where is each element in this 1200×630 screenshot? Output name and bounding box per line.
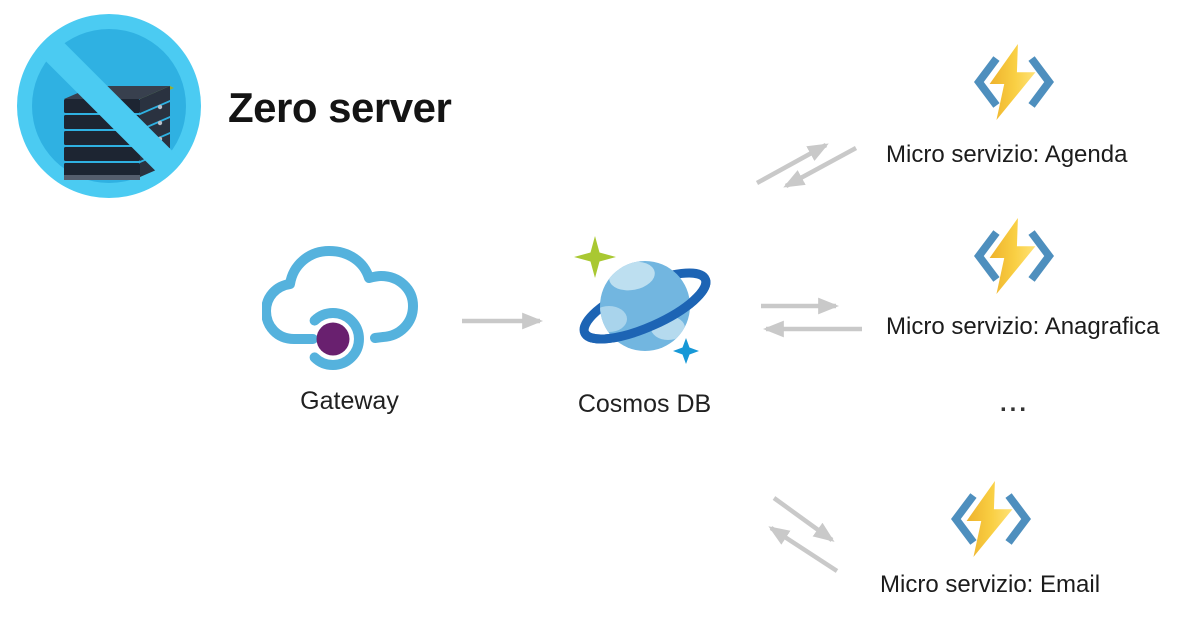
right-bracket-icon (1028, 56, 1054, 108)
cosmos-db-label: Cosmos DB (577, 390, 712, 418)
lightning-bolt-icon (989, 43, 1036, 121)
gateway-label: Gateway (300, 387, 399, 415)
cloud-outline (262, 246, 418, 344)
arrow-email-to-cosmos (768, 526, 839, 573)
left-bracket-icon (974, 56, 1000, 108)
lightning-bolt-icon (989, 217, 1036, 295)
azure-functions-icon-email (951, 480, 1031, 558)
planet-ring-front (580, 277, 711, 344)
left-bracket-icon (951, 493, 977, 545)
page-title: Zero server (228, 84, 452, 131)
microservice-agenda-label: Micro servizio: Agenda (886, 141, 1128, 168)
cosmos-db-icon (574, 236, 711, 364)
gateway-dot (316, 322, 350, 356)
left-bracket-icon (974, 230, 1000, 282)
arrow-cosmos-to-agenda (755, 143, 829, 185)
lightning-bolt-icon (966, 480, 1013, 558)
prohibition-slash (17, 14, 201, 198)
microservice-email-label: Micro servizio: Email (880, 571, 1101, 598)
gateway-icon (262, 246, 418, 370)
more-services-ellipsis: ... (1000, 390, 1030, 417)
right-bracket-icon (1005, 493, 1031, 545)
blue-star-icon (673, 338, 699, 364)
microservice-anagrafica-label: Micro servizio: Anagrafica (886, 313, 1160, 340)
azure-functions-icon-agenda (974, 43, 1054, 121)
no-server-icon (17, 14, 201, 198)
arrow-cosmos-to-email (772, 496, 835, 542)
right-bracket-icon (1028, 230, 1054, 282)
azure-functions-icon-anagrafica (974, 217, 1054, 295)
gateway-swirl-arc (309, 308, 364, 370)
arrow-agenda-to-cosmos (783, 146, 858, 188)
green-star-icon (574, 236, 616, 278)
